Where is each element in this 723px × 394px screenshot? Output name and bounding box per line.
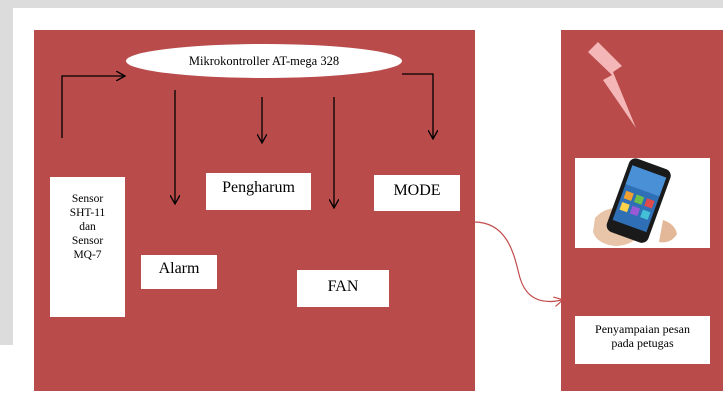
microcontroller-label: Mikrokontroller AT-mega 328 [188,54,340,68]
background-strip-left [0,0,13,345]
pengharum-box: Pengharum [206,173,311,210]
sensor-line: Sensor [71,235,104,247]
mode-label: MODE [393,182,441,199]
background-strip-top [0,0,723,8]
fan-label: FAN [327,278,359,295]
receiver-box: Penyampaian pesan pada petugas [575,316,710,364]
pengharum-label: Pengharum [222,179,295,196]
sensor-line: Sensor [71,193,104,205]
alarm-box: Alarm [141,255,217,289]
connector-to-receiver [473,221,562,302]
fan-box: FAN [297,270,389,307]
receiver-line: Penyampaian pesan [595,322,690,336]
receiver-line: pada petugas [611,336,674,350]
sensor-box: Sensor SHT-11 dan Sensor MQ-7 [50,177,125,317]
smartphone-image [593,158,677,246]
phone-image-box [575,158,710,248]
mode-box: MODE [374,175,460,211]
sensor-line: dan [79,221,96,233]
lightning-icon [588,42,636,128]
alarm-label: Alarm [158,260,200,277]
arrow-sensor-to-controller [61,76,124,138]
arrow-to-mode [402,73,433,138]
sensor-line: MQ-7 [73,249,102,261]
sensor-line: SHT-11 [69,207,106,219]
microcontroller-node: Mikrokontroller AT-mega 328 [126,44,402,78]
